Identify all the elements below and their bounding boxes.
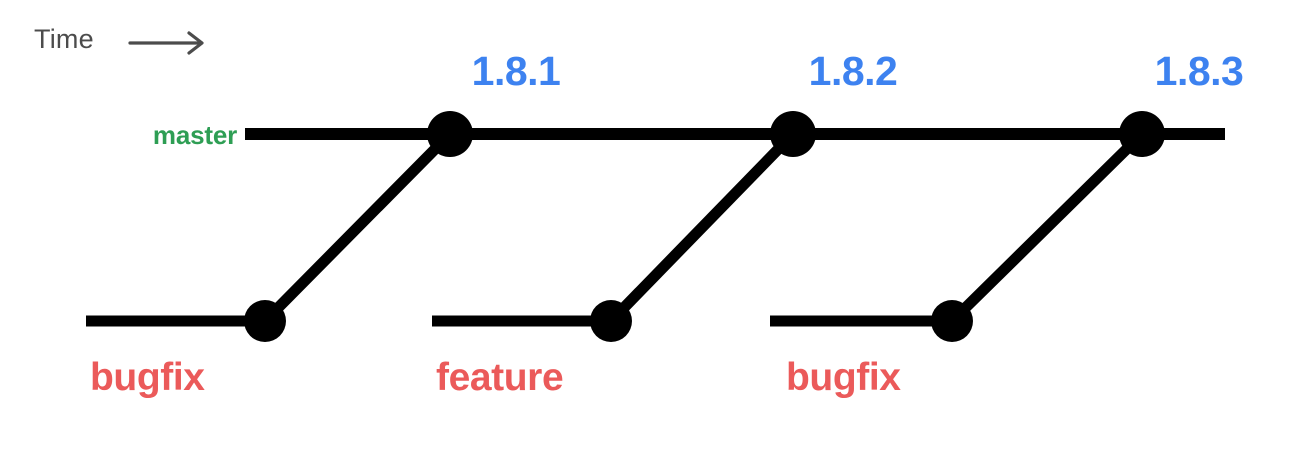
branch-label-3: bugfix	[786, 356, 901, 399]
master-commit-node	[427, 111, 473, 157]
branch-label-master: master	[152, 120, 237, 150]
time-axis-label: Time	[34, 24, 94, 54]
merge-connector-line	[605, 128, 799, 327]
master-commit-node	[770, 111, 816, 157]
feature-commit-node	[931, 300, 973, 342]
branch-label-2: feature	[436, 356, 564, 399]
feature-commit-node	[244, 300, 286, 342]
merge-connector-line	[946, 128, 1148, 327]
feature-commit-node	[590, 300, 632, 342]
arrow-right-icon	[128, 31, 204, 55]
merge-connector-line	[259, 128, 456, 327]
version-tag-2: 1.8.2	[808, 48, 898, 94]
version-tag-1: 1.8.1	[471, 48, 561, 94]
branch-label-1: bugfix	[90, 356, 205, 399]
feature-commit-nodes	[244, 300, 973, 342]
master-commit-nodes	[427, 111, 1165, 157]
master-commit-node	[1119, 111, 1165, 157]
version-tag-3: 1.8.3	[1154, 48, 1244, 94]
merge-connector-lines	[259, 128, 1148, 327]
